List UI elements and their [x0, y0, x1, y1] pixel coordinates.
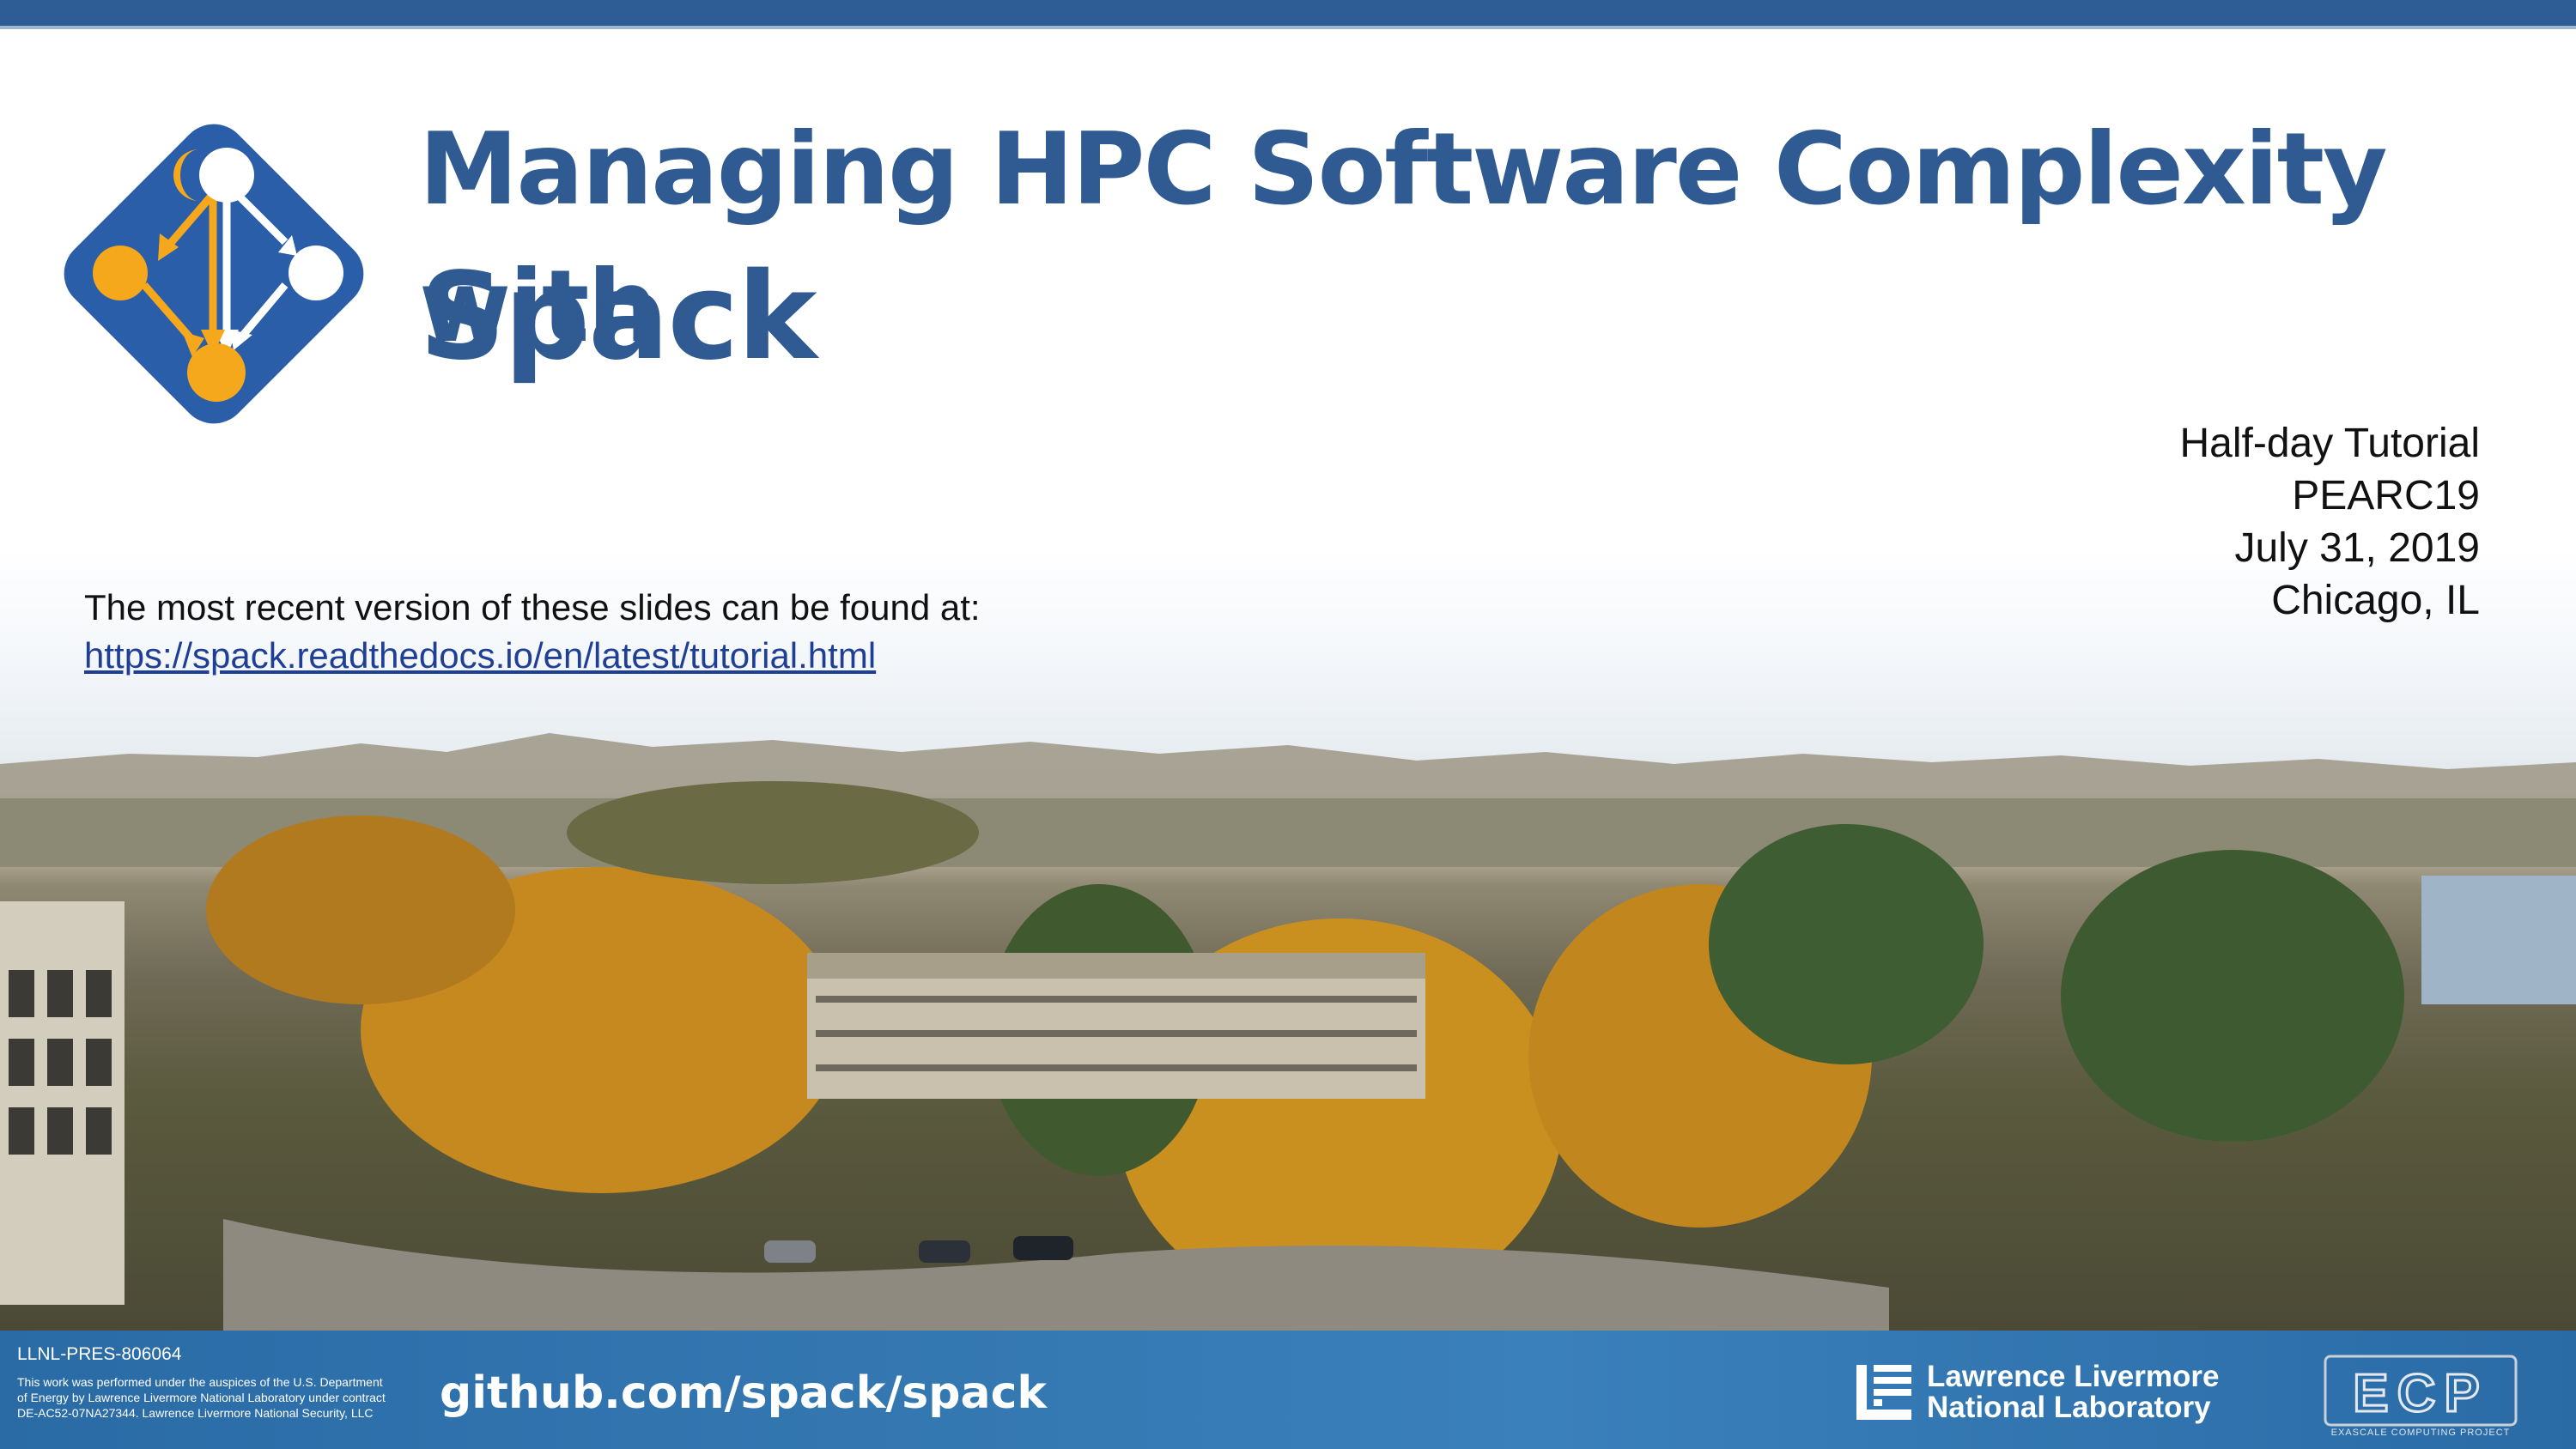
event-name: PEARC19 [2292, 473, 2480, 518]
event-date: July 31, 2019 [2234, 525, 2480, 571]
spack-logo-icon [64, 124, 364, 424]
event-location: Chicago, IL [2271, 578, 2480, 623]
ecp-logo-letters: ECP [2353, 1364, 2488, 1423]
slides-note: The most recent version of these slides … [84, 584, 981, 680]
slide-title-line1: Managing HPC Software Complexity with [419, 112, 2388, 365]
event-info: Half-day Tutorial PEARC19 July 31, 2019 … [2180, 417, 2480, 627]
slides-note-text: The most recent version of these slides … [84, 587, 981, 627]
doe-disclaimer: This work was performed under the auspic… [17, 1375, 386, 1420]
campus-photo [0, 549, 2576, 1331]
footer-bar [0, 1331, 2576, 1449]
llnl-name-line1: Lawrence Livermore [1927, 1360, 2220, 1393]
presentation-id: LLNL-PRES-806064 [17, 1344, 182, 1364]
llnl-name-line2: National Laboratory [1927, 1391, 2211, 1424]
github-url: github.com/spack/spack [440, 1367, 1047, 1419]
llnl-logo: Lawrence Livermore National Laboratory [1853, 1358, 2219, 1427]
top-bar [0, 0, 2576, 26]
event-type: Half-day Tutorial [2179, 421, 2480, 466]
ecp-logo-icon: ECP [2324, 1355, 2518, 1427]
slide-title-line2: Spack [419, 247, 817, 387]
slides-link[interactable]: https://spack.readthedocs.io/en/latest/t… [84, 635, 877, 676]
llnl-name: Lawrence Livermore National Laboratory [1927, 1361, 2219, 1423]
llnl-logo-icon [1856, 1365, 1911, 1420]
ecp-subtext: EXASCALE COMPUTING PROJECT [2330, 1428, 2511, 1438]
top-bar-divider [0, 26, 2576, 29]
